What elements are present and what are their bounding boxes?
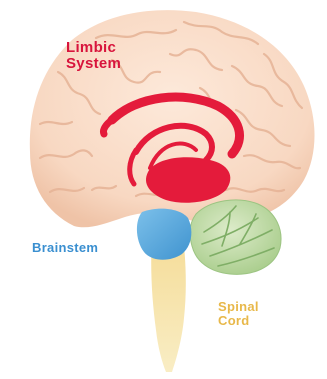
cerebellum <box>190 200 281 274</box>
limbic-label-line2: System <box>66 56 121 72</box>
limbic-system-label: Limbic System <box>66 40 121 72</box>
limbic-label-line1: Limbic <box>66 40 121 56</box>
spinal-cord-label: Spinal Cord <box>218 300 259 327</box>
brainstem-label-text: Brainstem <box>32 241 98 255</box>
spinal-label-line1: Spinal <box>218 300 259 314</box>
brainstem <box>137 209 191 260</box>
brainstem-label: Brainstem <box>32 241 98 255</box>
spinal-label-line2: Cord <box>218 314 259 328</box>
